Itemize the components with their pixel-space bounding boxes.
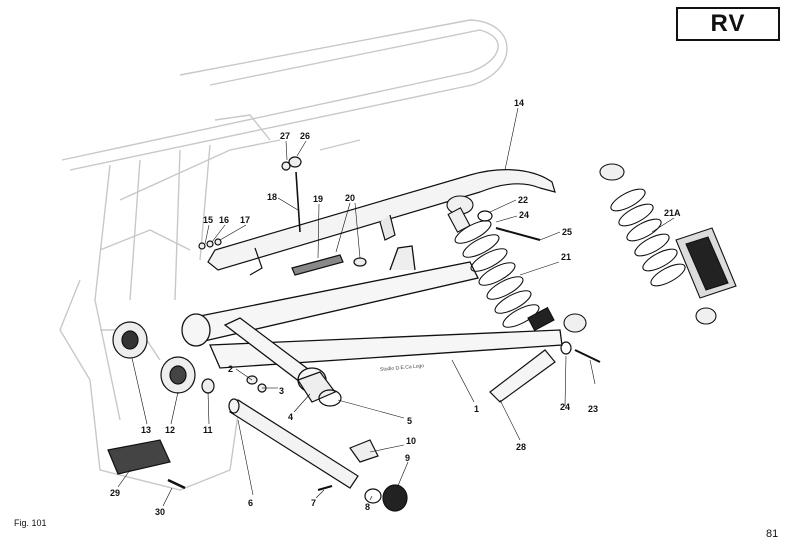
- part-number-1: 1: [474, 404, 479, 414]
- part-number-16: 16: [219, 215, 229, 225]
- part-number-23: 23: [588, 404, 598, 414]
- model-code-box: RV: [676, 7, 780, 41]
- part-number-19: 19: [313, 194, 323, 204]
- part-number-8: 8: [365, 502, 370, 512]
- part-number-20: 20: [345, 193, 355, 203]
- part-number-24-upper: 24: [519, 210, 529, 220]
- part-number-28: 28: [516, 442, 526, 452]
- part-number-3: 3: [279, 386, 284, 396]
- shock-absorber: [446, 195, 587, 333]
- part-number-11: 11: [203, 425, 213, 435]
- part-number-30: 30: [155, 507, 165, 517]
- part-number-5: 5: [407, 416, 412, 426]
- chain-guard: [207, 169, 556, 276]
- part-number-22: 22: [518, 195, 528, 205]
- frame-outline: [59, 19, 508, 491]
- part-number-13: 13: [141, 425, 151, 435]
- part-number-21: 21: [561, 252, 571, 262]
- part-number-17: 17: [240, 215, 250, 225]
- page-number: 81: [766, 528, 779, 540]
- part-number-labels: 1 2 3 4 5 6 7 8 9 10 11 12 13 14 15 16 1…: [110, 98, 681, 517]
- part-number-27: 27: [280, 131, 290, 141]
- part-number-26: 26: [300, 131, 310, 141]
- leader-lines: [117, 107, 675, 507]
- part-number-21a: 21A: [664, 208, 681, 218]
- part-number-25: 25: [562, 227, 572, 237]
- part-number-14: 14: [514, 98, 524, 108]
- part-number-7: 7: [311, 498, 316, 508]
- part-number-24-lower: 24: [560, 402, 570, 412]
- figure-label: Fig. 101: [14, 518, 47, 528]
- part-number-18: 18: [267, 192, 277, 202]
- part-number-2: 2: [228, 364, 233, 374]
- part-number-4: 4: [288, 412, 293, 422]
- part-number-15: 15: [203, 215, 213, 225]
- model-code: RV: [710, 10, 746, 37]
- part-number-10: 10: [406, 436, 416, 446]
- spindle: [228, 398, 359, 489]
- part-number-12: 12: [165, 425, 175, 435]
- part-number-6: 6: [248, 498, 253, 508]
- shock-absorber-alt: [599, 163, 737, 325]
- part-number-29: 29: [110, 488, 120, 498]
- part-number-9: 9: [405, 453, 410, 463]
- small-parts: [107, 156, 601, 512]
